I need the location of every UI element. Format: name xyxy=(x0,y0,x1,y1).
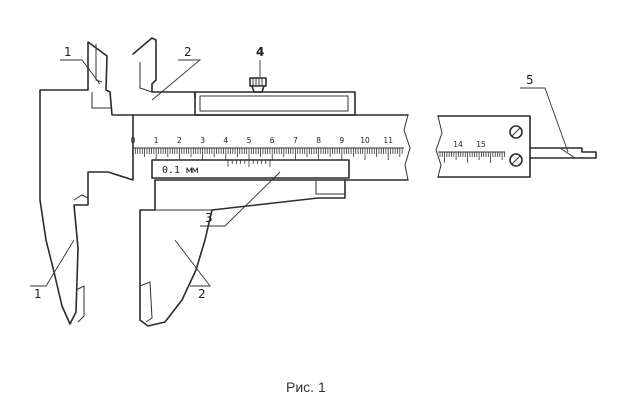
vernier-value-text: 0.1 мм xyxy=(162,165,198,176)
main-scale-label: 4 xyxy=(223,136,228,145)
main-scale-label: 3 xyxy=(200,136,205,145)
end-scale-label: 14 xyxy=(453,140,463,149)
end-scale: 14 15 xyxy=(438,140,505,163)
label-1-bottom: 1 xyxy=(34,287,42,301)
main-scale-label: 11 xyxy=(383,136,393,145)
main-scale-label: 1 xyxy=(154,136,159,145)
depth-gauge-rod xyxy=(529,147,597,159)
screw-icon xyxy=(509,125,523,139)
leader-lines xyxy=(30,59,569,287)
label-3: 3 xyxy=(205,211,213,225)
clamp-screw-icon xyxy=(249,77,267,93)
main-scale-label: 8 xyxy=(316,136,321,145)
main-scale: 0 1 2 3 4 5 6 7 8 9 10 11 xyxy=(131,136,404,160)
main-scale-label: 9 xyxy=(339,136,344,145)
main-scale-label: 2 xyxy=(177,136,182,145)
main-scale-label: 5 xyxy=(247,136,252,145)
end-scale-label: 15 xyxy=(476,140,486,149)
main-scale-label: 6 xyxy=(270,136,275,145)
main-scale-label: 10 xyxy=(360,136,370,145)
screw-icon xyxy=(509,153,523,167)
main-beam-end xyxy=(435,115,531,178)
label-2-bottom: 2 xyxy=(198,287,206,301)
main-scale-label: 7 xyxy=(293,136,298,145)
sliding-frame xyxy=(132,37,356,327)
label-2-top: 2 xyxy=(184,45,192,59)
label-1-top: 1 xyxy=(64,45,72,59)
label-5: 5 xyxy=(526,73,534,87)
label-4: 4 xyxy=(256,45,264,59)
vernier-scale xyxy=(227,160,271,167)
main-scale-label: 0 xyxy=(131,136,136,145)
fixed-jaw-frame xyxy=(39,41,134,325)
figure-caption: Рис. 1 xyxy=(286,379,326,395)
